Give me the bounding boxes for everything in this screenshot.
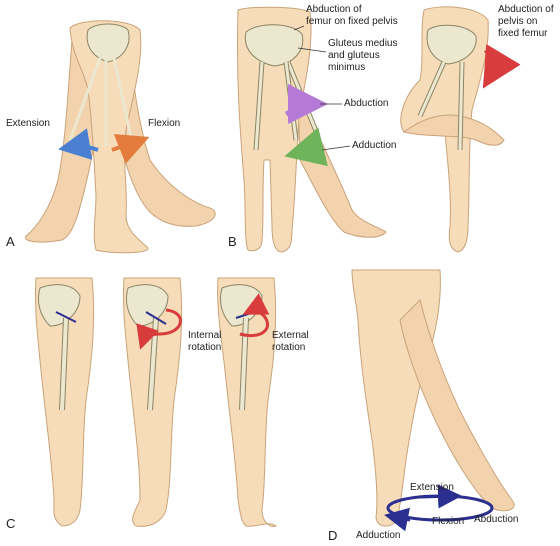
label-internal-rotation: Internal rotation bbox=[188, 330, 222, 353]
label-abduction-d: Abduction bbox=[474, 514, 519, 525]
panel-d-figure bbox=[351, 269, 515, 532]
label-adduction-d: Adduction bbox=[356, 530, 401, 541]
panel-b-figure bbox=[236, 6, 387, 253]
label-abduction-b: Abduction bbox=[344, 98, 389, 109]
leg-figure bbox=[399, 299, 515, 512]
label-external-rotation: External rotation bbox=[272, 330, 309, 353]
motion-arrow bbox=[284, 84, 328, 125]
label-flexion-a: Flexion bbox=[148, 118, 181, 129]
label-extension-a: Extension bbox=[6, 118, 50, 129]
panel-b-figure-2 bbox=[400, 6, 521, 253]
pelvis-bone bbox=[86, 23, 130, 63]
pelvis-bone bbox=[244, 24, 304, 67]
panel-a-figure bbox=[24, 20, 216, 254]
panel-label-c: C bbox=[6, 516, 16, 531]
pelvis-bone bbox=[426, 24, 477, 65]
panel-c-figure bbox=[34, 277, 278, 527]
motion-arrow bbox=[239, 293, 270, 337]
panel-label-b: B bbox=[228, 234, 237, 249]
motion-arrow bbox=[58, 128, 99, 160]
panel-label-d: D bbox=[328, 528, 338, 543]
pelvis-bone bbox=[37, 284, 81, 327]
pelvis-bone bbox=[125, 284, 169, 327]
label-gluteus: Gluteus medius and gluteus minimus bbox=[328, 38, 398, 73]
motion-arrow bbox=[284, 127, 328, 167]
leg-figure bbox=[69, 20, 149, 254]
panel-label-a: A bbox=[6, 234, 15, 249]
label-abduction-femur: Abduction of femur on fixed pelvis bbox=[306, 4, 398, 27]
leg-figure bbox=[402, 114, 505, 146]
motion-arrow bbox=[482, 43, 521, 89]
label-extension-d: Extension bbox=[410, 482, 454, 493]
label-adduction-b: Adduction bbox=[352, 140, 397, 151]
leg-figure bbox=[217, 277, 278, 527]
motion-arrow bbox=[136, 308, 182, 350]
label-abduction-pelvis: Abduction of pelvis on fixed femur bbox=[498, 4, 554, 39]
label-flexion-d: Flexion bbox=[432, 516, 465, 527]
leg-figure bbox=[297, 89, 387, 238]
motion-arrow bbox=[111, 134, 150, 164]
